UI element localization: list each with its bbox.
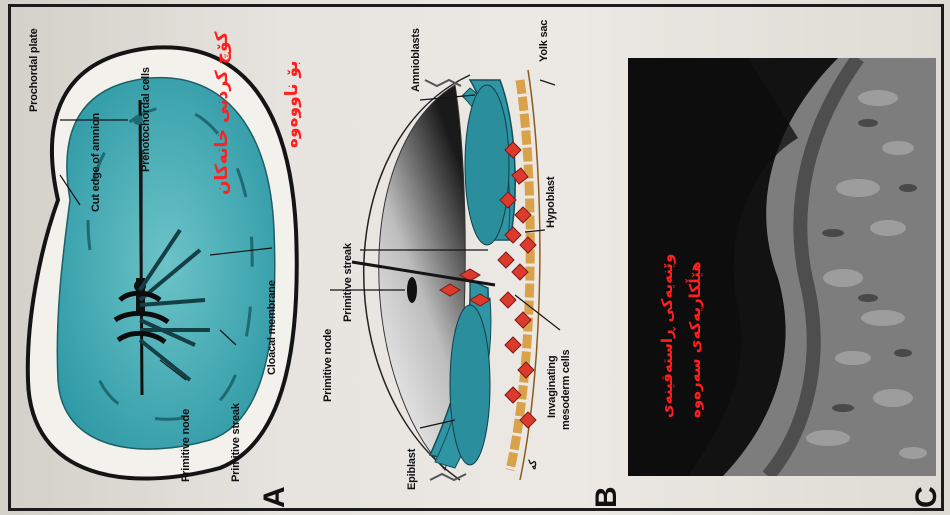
label-primitive-node-b: Primitive node [322, 329, 334, 402]
panel-label-b: B [590, 486, 624, 508]
label-cut-edge-of-amnion: Cut edge of amnion [90, 113, 102, 212]
label-hypoblast: Hypoblast [545, 177, 557, 228]
label-amnioblasts: Amnioblasts [410, 28, 422, 92]
label-yolk-sac: Yolk sac [538, 20, 550, 62]
label-cloacal-membrane: Cloacal membrane [266, 280, 278, 375]
kurdish-title-line2: بۆ ناووەوە [282, 61, 302, 149]
label-primitive-node-a: Primitive node [180, 409, 192, 482]
sem-caption-line2: هێڵکاریەکەی سەرەوە [686, 261, 704, 418]
primitive-node-shape [407, 277, 417, 303]
label-epiblast: Epiblast [406, 449, 418, 490]
amnioblast-cells-bottom [430, 474, 466, 480]
epiblast-columns-lower [450, 305, 490, 465]
label-primitive-streak-b: Primitive streak [342, 243, 354, 322]
label-invaginating-line2: mesoderm cells [560, 350, 572, 430]
panel-label-a: A [258, 486, 292, 508]
amnioblast-cells-top [425, 80, 461, 86]
epiblast-columns-upper [465, 85, 509, 245]
kurdish-title-line1: کۆچ کردنی خانەکان [212, 31, 232, 195]
label-prochordal-plate: Prochordal plate [28, 28, 40, 112]
label-primitive-streak-a: Primitive streak [230, 403, 242, 482]
label-prenotochordal-cells: Prenotochordal cells [140, 67, 152, 172]
label-small-mark: کە [528, 460, 539, 470]
sem-caption-line1: وێنەیەکی ڕاستەقینەی [658, 254, 676, 418]
panel-label-c: C [910, 486, 944, 508]
label-invaginating-line1: Invaginating [546, 356, 558, 418]
embryonic-disc-diagram [28, 47, 297, 478]
cross-section-diagram [330, 70, 560, 480]
